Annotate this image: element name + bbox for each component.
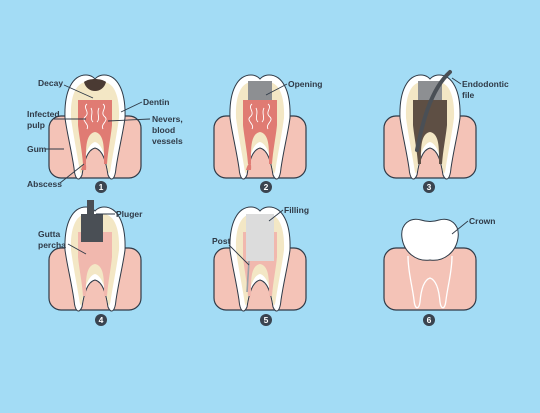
label-pluger: Pluger [116, 209, 143, 219]
abscess-spot [246, 163, 252, 170]
tooth-roots-outline [407, 255, 453, 309]
step-badge-3 [423, 181, 435, 193]
leader-opening [265, 83, 288, 96]
gutta-percha [78, 232, 112, 296]
label-gum: Gum [27, 144, 47, 154]
step-5-labels: Filling Post 5 [212, 205, 309, 326]
leader-endodontic-file [451, 77, 462, 85]
step-badge-6 [423, 314, 435, 326]
cleaned-canal [413, 100, 447, 164]
step-badge-5 [260, 314, 272, 326]
access-opening [248, 81, 272, 100]
step-badge-2 [260, 181, 272, 193]
label-gutta: Gutta [38, 229, 60, 239]
step-badge-1 [95, 181, 107, 193]
label-percha: percha [38, 240, 66, 250]
step-number-2: 2 [264, 182, 269, 192]
plugger-tool [81, 214, 103, 242]
label-abscess: Abscess [27, 179, 62, 189]
post [246, 260, 250, 293]
step-number-4: 4 [99, 315, 104, 325]
step-2-diagram [213, 74, 307, 180]
leader-nerves [107, 118, 151, 122]
label-opening: Opening [288, 79, 322, 89]
step-number-3: 3 [427, 182, 432, 192]
leader-filling [268, 209, 284, 222]
leader-dentin [120, 101, 143, 113]
crown-cap [401, 218, 459, 261]
nerve-branches [248, 103, 272, 130]
step-number-1: 1 [99, 182, 104, 192]
label-endodontic: Endodontic [462, 79, 509, 89]
leader-crown [451, 220, 469, 235]
step-3-diagram [383, 70, 477, 180]
label-post: Post [212, 236, 231, 246]
endodontic-file [415, 70, 452, 152]
label-infected: Infected [27, 109, 60, 119]
leader-abscess [59, 163, 85, 184]
step-number-5: 5 [264, 315, 269, 325]
label-dentin: Dentin [143, 97, 169, 107]
step-number-6: 6 [427, 315, 432, 325]
label-decay: Decay [38, 78, 63, 88]
label-filling: Filling [284, 205, 309, 215]
step-3-labels: Endodontic file 3 [423, 77, 509, 193]
step-6-diagram [383, 218, 477, 311]
plugger-handle [87, 200, 94, 216]
filling-material [246, 214, 274, 261]
label-nerves-1: Nevers, [152, 114, 183, 124]
step-2-labels: Opening 2 [260, 79, 322, 193]
label-crown: Crown [469, 216, 495, 226]
step-5-diagram [213, 206, 307, 312]
label-pulp: pulp [27, 120, 45, 130]
step-4-diagram [48, 200, 142, 312]
label-nerves-2: blood [152, 125, 175, 135]
leader-post [228, 244, 250, 266]
nerve-branches [83, 103, 107, 130]
label-file: file [462, 90, 475, 100]
decay-cavity [84, 79, 106, 91]
step-4-labels: Pluger Gutta percha 4 [38, 209, 143, 326]
leader-gutta-percha [67, 243, 87, 255]
step-6-labels: Crown 6 [423, 216, 495, 326]
leader-decay [63, 84, 94, 99]
step-badge-4 [95, 314, 107, 326]
step-1-labels: Decay Dentin Infected pulp Nevers, blood… [27, 78, 183, 193]
abscess-spot [81, 163, 87, 170]
step-1-diagram [48, 74, 142, 180]
label-nerves-3: vessels [152, 136, 183, 146]
access-opening [418, 81, 442, 100]
